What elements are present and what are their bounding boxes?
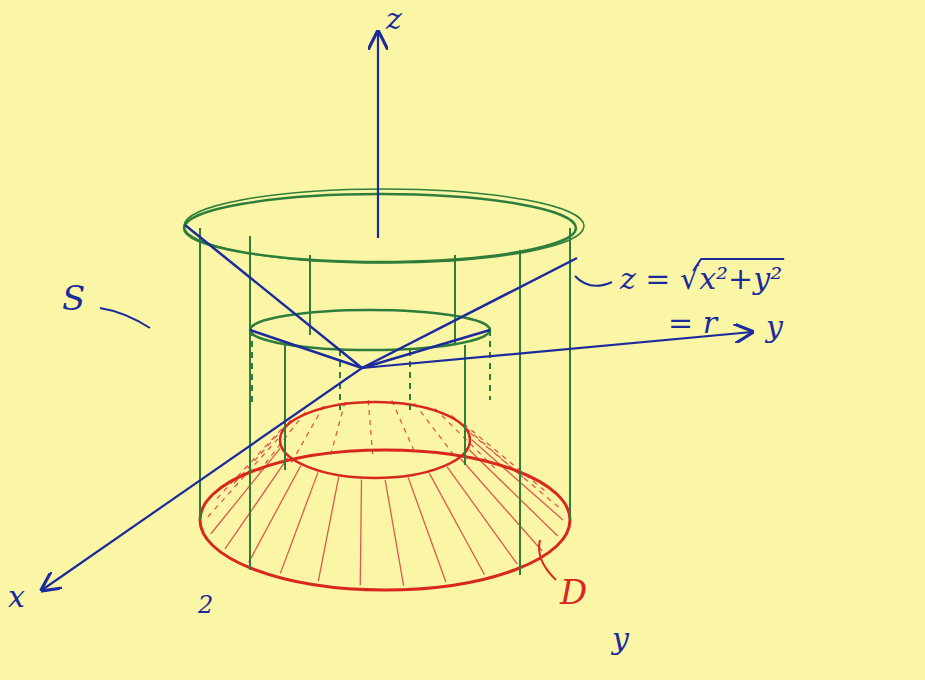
hatch-line: [385, 480, 403, 586]
hatch-line: [368, 400, 372, 454]
cylinder-walls: [200, 228, 570, 575]
equation-label: z = √x²+y²: [620, 262, 782, 295]
equation-label: = r: [668, 306, 717, 339]
note-label: y: [612, 622, 629, 655]
hatch-line: [392, 401, 416, 455]
axes: [42, 32, 752, 590]
hatch-line: [461, 459, 543, 551]
hatch-line: [330, 402, 345, 457]
surface-label: S: [62, 280, 85, 317]
inner-cylinder-top: [250, 310, 490, 350]
leader-line: [539, 540, 556, 580]
hatch-line: [360, 480, 361, 586]
region-hatching: [207, 400, 563, 586]
hatch-line: [211, 448, 280, 533]
hatch-line: [472, 440, 563, 520]
hatch-line: [447, 467, 517, 564]
hatch-line: [469, 450, 558, 536]
hatch-line: [249, 466, 301, 563]
leader-line: [575, 276, 612, 286]
region-label: D: [560, 574, 587, 611]
axis-label: z: [386, 2, 402, 35]
axis-label: y: [766, 310, 783, 343]
leader-line: [100, 308, 150, 328]
hatch-line: [318, 477, 338, 581]
region-outer-boundary: [200, 450, 570, 590]
hatch-line: [280, 472, 318, 573]
tick-label: 2: [198, 592, 213, 618]
hatch-line: [408, 478, 446, 582]
cone: [185, 225, 577, 368]
axis-label: x: [8, 580, 25, 613]
region-inner-boundary: [280, 402, 470, 478]
